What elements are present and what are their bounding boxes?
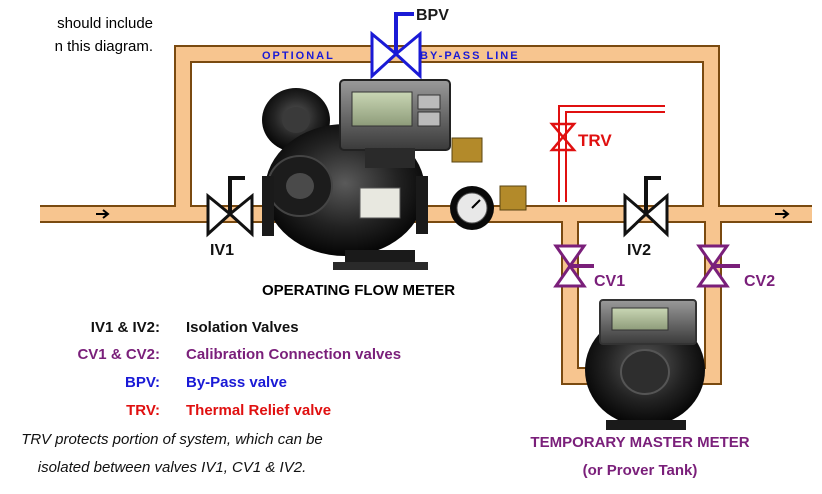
cv2-label: CV2 [744, 273, 775, 290]
iv1-valve-icon [206, 176, 254, 238]
flow-arrow-in-icon [96, 209, 110, 219]
legend-desc: Thermal Relief valve [186, 402, 332, 419]
bpv-valve-icon [370, 12, 422, 80]
cv1-valve-icon [553, 244, 594, 288]
thermal-relief-line [558, 105, 665, 202]
iv2-valve-icon [623, 176, 669, 238]
legend-desc: By-Pass valve [186, 374, 287, 391]
bypass-line-label-left: OPTIONAL [262, 50, 335, 62]
master-meter-caption-line-1: TEMPORARY MASTER METER [530, 434, 750, 451]
master-meter-image [585, 299, 705, 430]
legend-key: CV1 & CV2: [77, 346, 160, 363]
cv2-valve-icon [696, 244, 740, 288]
bpv-label: BPV [416, 7, 449, 24]
trv-footnote-line-1: TRV protects portion of system, which ca… [21, 431, 323, 448]
trv-footnote: TRV protects portion of system, which ca… [12, 426, 332, 482]
trv-footnote-line-2: isolated between valves IV1, CV1 & IV2. [37, 459, 307, 476]
operating-flow-meter-image [262, 79, 527, 270]
legend-key: BPV: [124, 374, 160, 391]
legend-desc: Isolation Valves [186, 319, 299, 336]
partial-note-line-2: n this diagram. [54, 38, 153, 55]
operating-meter-caption: OPERATING FLOW METER [262, 282, 456, 299]
master-meter-caption-line-2: (or Prover Tank) [582, 462, 698, 479]
legend-desc: Calibration Connection valves [186, 346, 402, 363]
partial-note-line-1: should include [57, 15, 153, 32]
master-meter-caption: TEMPORARY MASTER METER (or Prover Tank) [475, 429, 805, 485]
trv-label: TRV [578, 131, 612, 150]
legend-key: IV1 & IV2: [90, 319, 160, 336]
iv1-label: IV1 [210, 242, 234, 259]
iv2-label: IV2 [627, 242, 651, 259]
bypass-line-label-right: BY-PASS LINE [420, 50, 520, 62]
flow-arrow-out-icon [775, 209, 790, 219]
partial-note: should include n this diagram. [0, 12, 153, 58]
trv-valve-icon [549, 122, 577, 152]
cv1-label: CV1 [594, 273, 625, 290]
legend-key: TRV: [126, 402, 160, 419]
